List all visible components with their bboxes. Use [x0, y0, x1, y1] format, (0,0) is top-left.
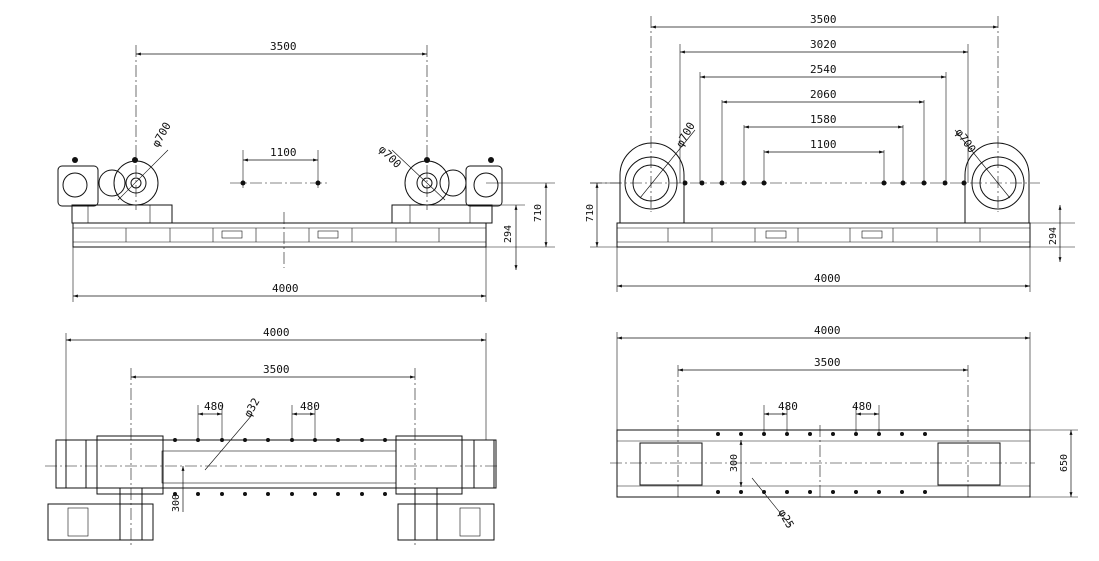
dim-idler-710: 710: [585, 204, 596, 222]
plan-idler-650: 650: [1059, 454, 1070, 472]
dim-idler-1: 3020: [810, 38, 837, 51]
bolt-row-top-idler: [716, 432, 927, 436]
plan-drive-300: 300: [171, 494, 182, 512]
dim-3500: 3500: [270, 40, 297, 53]
dim-idler-294: 294: [1048, 227, 1059, 245]
dim-idler-5: 1100: [810, 138, 837, 151]
dim-idler-4000: 4000: [814, 272, 841, 285]
bolt-row-bottom: [173, 492, 387, 496]
plan-drive-480-right: 480: [300, 400, 320, 413]
dim-idler-2: 2540: [810, 63, 837, 76]
plan-idler-hole: φ25: [775, 507, 796, 531]
dim-294: 294: [503, 225, 514, 243]
plan-drive-3500: 3500: [263, 363, 290, 376]
plan-drive-4000: 4000: [263, 326, 290, 339]
plan-drive-480-left: 480: [204, 400, 224, 413]
plan-drive-hole: φ32: [241, 396, 262, 420]
dim-710: 710: [533, 204, 544, 222]
front-view-drive: 3500 1100 4000 φ700 φ700 710 294: [57, 40, 555, 302]
dim-4000: 4000: [272, 282, 299, 295]
dim-idler-3: 2060: [810, 88, 837, 101]
dim-idler-wheel-left: φ700: [673, 120, 698, 149]
plan-idler-480-right: 480: [852, 400, 872, 413]
dim-wheel-right: φ700: [376, 143, 404, 171]
base-frame: [72, 222, 487, 248]
dim-idler-wheel-right: φ700: [953, 126, 979, 155]
plan-view-idler: 4000 3500 480 480 φ25 300 650: [610, 324, 1078, 531]
front-view-idler: 3500 3020 2540 2060 1580 1100 4000 φ700 …: [585, 13, 1075, 292]
bolt-row-top: [173, 438, 387, 442]
dim-1100: 1100: [270, 146, 297, 159]
bolt-row-bottom-idler: [716, 490, 927, 494]
dim-idler-4: 1580: [810, 113, 837, 126]
dim-wheel-left: φ700: [149, 120, 174, 149]
plan-view-drive: 4000 3500 480 480 φ32 300: [45, 326, 500, 545]
plan-idler-3500: 3500: [814, 356, 841, 369]
dim-idler-0: 3500: [810, 13, 837, 26]
plan-idler-300: 300: [729, 454, 740, 472]
plan-idler-480-left: 480: [778, 400, 798, 413]
plan-idler-4000: 4000: [814, 324, 841, 337]
base-frame-idler: [616, 222, 1031, 248]
